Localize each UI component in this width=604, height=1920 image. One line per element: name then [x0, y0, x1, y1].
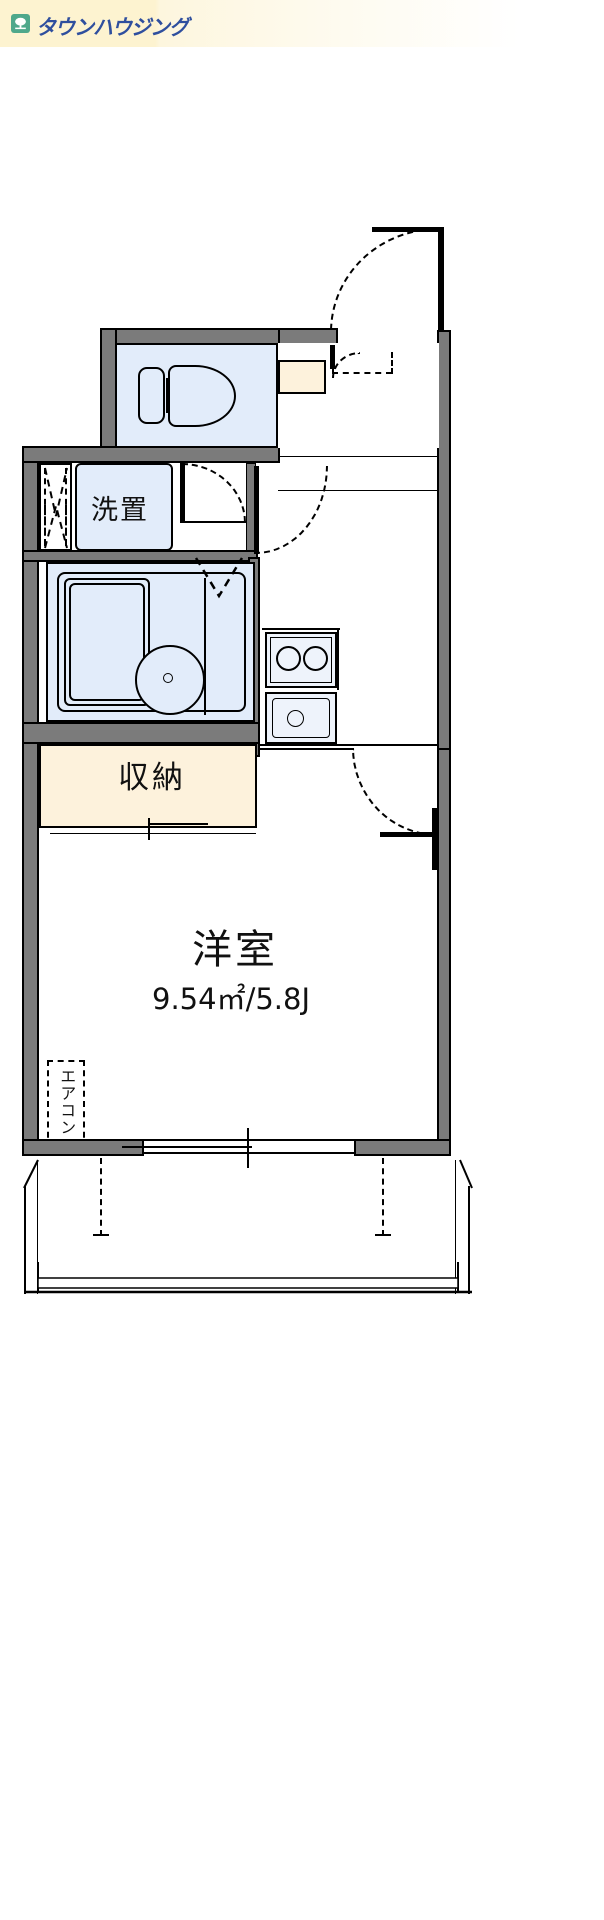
tree-icon: [11, 14, 30, 33]
bathroom-door-chevron-icon: [194, 557, 244, 599]
wall-bath-top: [22, 550, 258, 562]
closet-door-track-lower: [50, 833, 256, 834]
room-door-threshold: [258, 748, 354, 750]
aircon-label-text: エアコン: [57, 1068, 77, 1136]
aircon-label: エアコン: [53, 1068, 79, 1140]
entrance-door-swing-arc: [330, 228, 438, 332]
balcony-railing-icon: [23, 1159, 473, 1294]
bath-corridor-door-arc: [256, 466, 328, 554]
toilet-tank-icon: [138, 367, 165, 424]
wall-toilet-bottom: [22, 446, 280, 463]
balcony-left-edge: [24, 1186, 26, 1294]
utility-closet-louvre-chevron: [44, 505, 67, 545]
balcony-right-edge-inner: [455, 1160, 456, 1294]
room-door-leaf: [432, 808, 438, 870]
utility-closet-chevron-icon: [44, 467, 68, 549]
balcony-drop-line-right: [382, 1158, 384, 1236]
balcony-drop-cap-right: [375, 1234, 391, 1236]
stove-burner-right-icon: [303, 646, 328, 671]
bathtub-drain-icon: [163, 673, 173, 683]
wall-bottom-right: [354, 1139, 451, 1156]
window-frame-outer: [144, 1139, 354, 1141]
wall-closet-top: [22, 722, 260, 744]
room-door-header: [380, 832, 438, 837]
hall-inner-door-leaf: [330, 345, 335, 369]
kitchen-wall-top: [258, 744, 438, 746]
hall-floor-line-b: [278, 490, 438, 491]
entrance-step: [278, 360, 326, 394]
hall-floor-line-a: [278, 456, 438, 457]
room-door-swing-arc: [352, 748, 438, 836]
balcony-drop-line-left: [100, 1158, 102, 1236]
closet-label: 収納: [118, 760, 186, 796]
main-room-area: 9.54㎡/5.8J: [152, 982, 311, 1016]
window-meeting-stile: [247, 1128, 249, 1168]
stove-counter-edge: [262, 628, 340, 630]
western-toilet-icon: [168, 365, 236, 427]
main-room-label: 洋室: [192, 927, 278, 973]
laundry-label: 洗置: [91, 495, 149, 526]
laundry-space: [75, 463, 173, 551]
balcony-drop-cap-left: [93, 1234, 109, 1236]
wall-right-upper: [437, 330, 451, 750]
bathroom-partition: [204, 578, 206, 715]
window-frame-inner: [144, 1152, 354, 1154]
bathtub-inner-2: [69, 583, 145, 701]
watermark-brand-text: タウンハウジング: [36, 14, 189, 40]
shoe-box-outline: [332, 352, 392, 374]
toilet-door-threshold: [182, 521, 246, 523]
balcony-right-edge: [468, 1186, 470, 1294]
wall-right-lower: [437, 748, 451, 1148]
entrance-door-leaf: [438, 227, 444, 331]
toilet-seat-gap: [166, 378, 168, 413]
balcony-left-edge-inner: [37, 1160, 38, 1294]
shoe-box-outline-right: [391, 352, 393, 374]
kitchen-sink-drain-icon: [287, 710, 304, 727]
toilet-door-swing-arc: [182, 463, 246, 523]
entrance-door-header: [372, 227, 444, 232]
stove-counter-right-edge: [337, 628, 339, 690]
closet-door-leaf-line: [148, 823, 208, 825]
stove-burner-left-icon: [276, 646, 301, 671]
window-sash-line: [122, 1146, 252, 1148]
closet-door-meeting-stile: [148, 818, 150, 840]
